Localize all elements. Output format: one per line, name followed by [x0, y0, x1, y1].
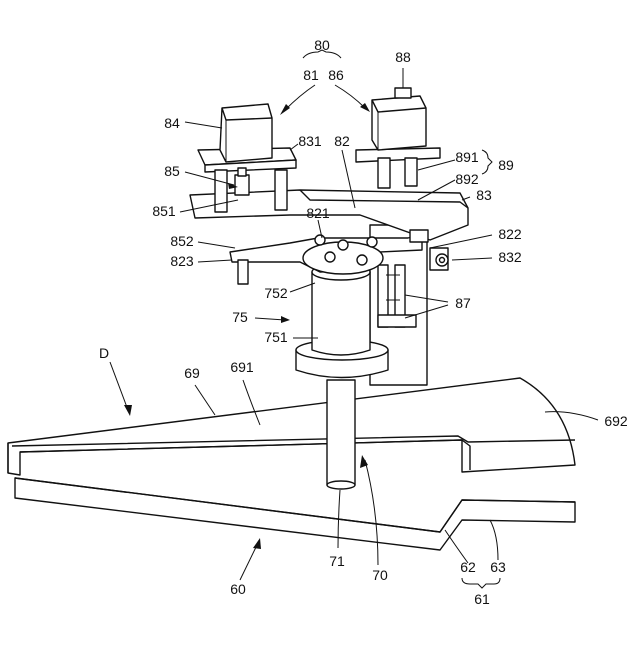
- label-822: 822: [498, 226, 522, 242]
- label-86: 86: [328, 67, 344, 83]
- label-81: 81: [303, 67, 319, 83]
- label-83: 83: [476, 187, 492, 203]
- label-821: 821: [306, 205, 330, 221]
- label-832: 832: [498, 249, 522, 265]
- label-852: 852: [170, 233, 194, 249]
- label-691: 691: [230, 359, 254, 375]
- motor-88: [356, 88, 440, 188]
- label-88: 88: [395, 49, 411, 65]
- label-75: 75: [232, 309, 248, 325]
- upper-tray-69: [8, 378, 575, 475]
- label-89: 89: [498, 157, 514, 173]
- label-71: 71: [329, 553, 345, 569]
- label-D: D: [99, 345, 109, 361]
- label-69: 69: [184, 365, 200, 381]
- label-692: 692: [604, 413, 628, 429]
- label-823: 823: [170, 253, 194, 269]
- label-851: 851: [152, 203, 176, 219]
- label-831: 831: [298, 133, 322, 149]
- label-751: 751: [264, 329, 288, 345]
- label-61: 61: [474, 591, 490, 607]
- label-84: 84: [164, 115, 180, 131]
- label-70: 70: [372, 567, 388, 583]
- label-892: 892: [455, 171, 479, 187]
- label-752: 752: [264, 285, 288, 301]
- label-891: 891: [455, 149, 479, 165]
- label-82: 82: [334, 133, 350, 149]
- label-80: 80: [314, 37, 330, 53]
- base-plate-60: [15, 478, 575, 550]
- label-62: 62: [460, 559, 476, 575]
- label-63: 63: [490, 559, 506, 575]
- label-60: 60: [230, 581, 246, 597]
- label-87: 87: [455, 295, 471, 311]
- label-85: 85: [164, 163, 180, 179]
